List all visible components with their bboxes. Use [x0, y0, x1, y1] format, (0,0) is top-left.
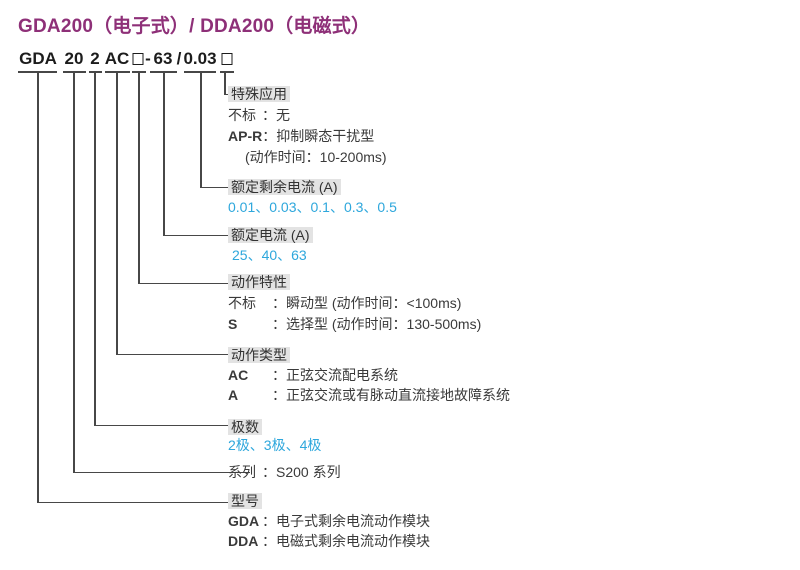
series-label: 系列: [228, 464, 256, 480]
code-poles: 2: [90, 49, 100, 68]
section-poles-title: 极数: [228, 419, 262, 435]
vline-type: [116, 71, 118, 355]
vline-characteristic: [138, 71, 140, 284]
section-model-title: 型号: [228, 493, 262, 509]
characteristic-option-blank-desc: ：瞬动型 (动作时间：<100ms): [272, 295, 462, 311]
model-option-gda-desc: ：电子式剩余电流动作模块: [262, 513, 430, 529]
type-option-a-desc: ：正弦交流或有脉动直流接地故障系统: [272, 387, 510, 403]
tick-poles: [89, 71, 102, 73]
poles-values: 2极、3极、4极: [228, 437, 322, 453]
characteristic-option-blank: 不标: [228, 295, 256, 311]
residual-values: 0.01、0.03、0.1、0.3、0.5: [228, 199, 397, 215]
code-model: GDA: [19, 49, 57, 68]
characteristic-option-s-desc: ：选择型 (动作时间：130-500ms): [272, 316, 482, 332]
code-dash: -: [145, 49, 151, 68]
tick-special: [220, 71, 234, 73]
vline-poles: [94, 71, 96, 426]
section-rated-current: 额定电流 (A) 25、40、63: [228, 225, 313, 265]
special-option-blank-desc: ：无: [262, 107, 290, 123]
code-current: 63: [153, 49, 173, 68]
hline-characteristic: [138, 282, 250, 284]
current-values: 25、40、63: [232, 247, 307, 263]
vline-current: [163, 71, 165, 236]
type-option-ac: AC: [228, 367, 249, 383]
code-slash: /: [176, 49, 182, 68]
model-option-gda: GDA: [228, 513, 260, 529]
special-option-apr-time: (动作时间：10-200ms): [245, 149, 387, 165]
section-series: 系列 ：S200 系列: [228, 462, 341, 482]
series-value: ：S200 系列: [262, 464, 341, 480]
hline-residual: [200, 186, 250, 188]
code-series: 20: [64, 49, 84, 68]
section-current-title: 额定电流 (A): [228, 227, 313, 243]
section-type-title: 动作类型: [228, 347, 290, 363]
hline-current: [163, 234, 250, 236]
section-special-title: 特殊应用: [228, 86, 290, 102]
special-option-blank: 不标: [228, 107, 256, 123]
code-type: AC: [104, 49, 130, 68]
model-option-dda-desc: ：电磁式剩余电流动作模块: [262, 533, 430, 549]
hline-type: [116, 353, 250, 355]
code-characteristic-box: [132, 53, 144, 65]
section-special-application: 特殊应用 不标 ：无 AP-R：抑制瞬态干扰型 (动作时间：10-200ms): [228, 84, 387, 168]
type-option-ac-desc: ：正弦交流配电系统: [272, 367, 398, 383]
type-option-a: A: [228, 387, 239, 403]
section-operating-characteristic: 动作特性 不标 ：瞬动型 (动作时间：<100ms) S ：选择型 (动作时间：13…: [228, 272, 481, 335]
vline-residual: [200, 71, 202, 188]
vline-model: [37, 71, 39, 503]
hline-series: [73, 471, 250, 473]
characteristic-option-s: S: [228, 316, 238, 332]
page-title: GDA200（电子式）/ DDA200（电磁式）: [18, 16, 371, 37]
section-residual-title: 额定剩余电流 (A): [228, 179, 341, 195]
special-option-apr-desc: ：抑制瞬态干扰型: [262, 128, 375, 144]
section-poles: 极数 2极、3极、4极: [228, 418, 321, 454]
hline-model: [37, 501, 250, 503]
vline-special: [224, 71, 226, 95]
vline-series: [73, 71, 75, 473]
section-rated-residual-current: 额定剩余电流 (A) 0.01、0.03、0.1、0.3、0.5: [228, 177, 397, 217]
code-residual: 0.03: [183, 49, 217, 68]
tick-series: [63, 71, 86, 73]
code-special-box: [221, 53, 233, 65]
special-option-apr: AP-R: [228, 128, 263, 144]
model-option-dda: DDA: [228, 533, 259, 549]
section-operation-type: 动作类型 AC ：正弦交流配电系统 A ：正弦交流或有脉动直流接地故障系统: [228, 345, 510, 405]
section-characteristic-title: 动作特性: [228, 274, 290, 290]
hline-poles: [94, 424, 250, 426]
section-model: 型号 GDA：电子式剩余电流动作模块 DDA：电磁式剩余电流动作模块: [228, 491, 430, 551]
tick-type: [105, 71, 130, 73]
